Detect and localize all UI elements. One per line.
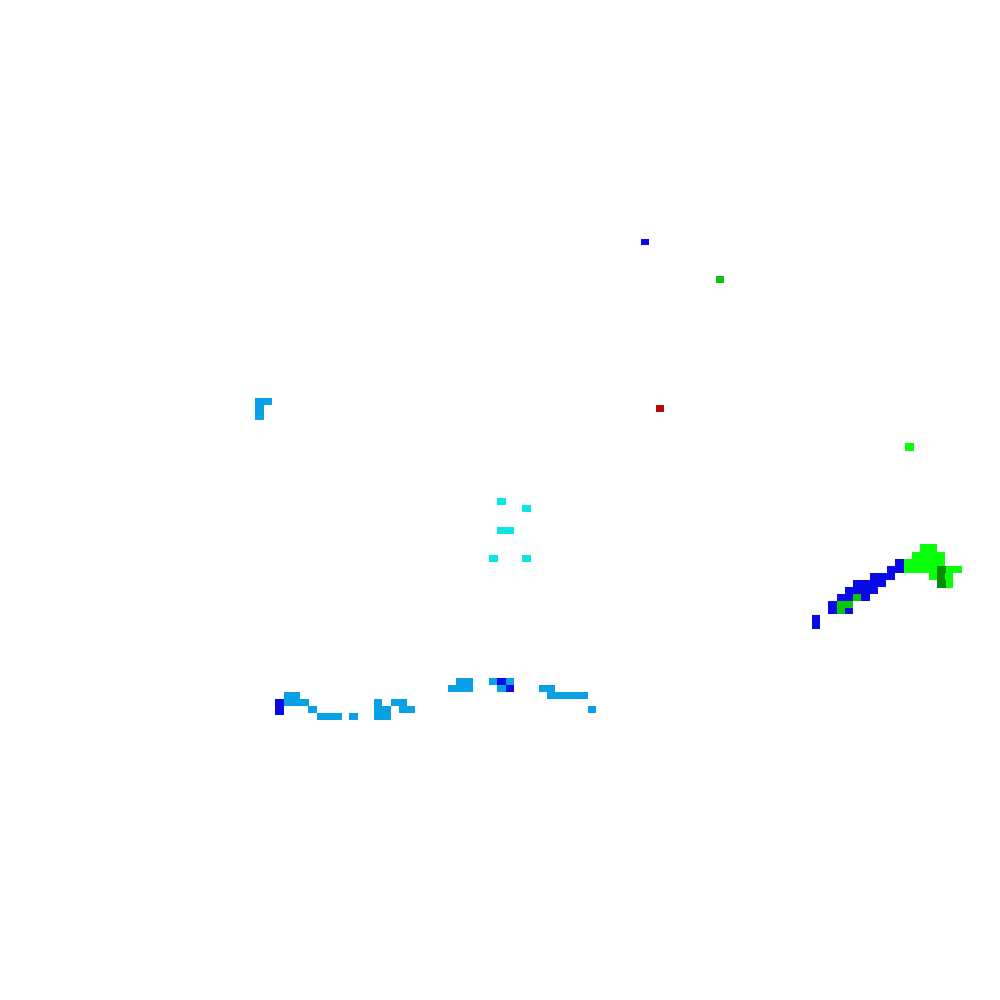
pixel-block	[497, 685, 506, 692]
dark-blue-speck	[641, 239, 649, 245]
pixel-block	[497, 527, 514, 534]
pixel-block	[275, 699, 284, 715]
pixel-block	[489, 555, 498, 562]
pixel-block	[489, 678, 498, 685]
pixel-block	[870, 573, 895, 580]
pixel-block	[506, 678, 514, 685]
sky-blue-corner	[255, 398, 272, 420]
pixel-block	[284, 699, 309, 706]
pixel-block	[853, 594, 861, 601]
pixel-block	[845, 587, 878, 594]
pixel-block	[904, 566, 962, 573]
blue-green-streak	[812, 544, 962, 629]
pixel-block	[349, 713, 358, 720]
pixel-block	[641, 239, 649, 245]
pixel-block	[920, 544, 937, 552]
pixel-block	[929, 573, 937, 580]
pixel-block	[812, 615, 820, 629]
pixel-block	[399, 706, 415, 713]
pixel-block	[456, 678, 473, 685]
bright-green-speck	[905, 443, 914, 451]
pixel-block	[937, 580, 946, 588]
pixel-block	[588, 706, 596, 713]
pixel-block	[828, 608, 837, 614]
pixel-block	[837, 601, 853, 608]
pixel-block	[506, 685, 514, 692]
pixel-block	[255, 405, 264, 420]
pixel-block	[284, 692, 300, 699]
pixel-block	[497, 498, 506, 505]
pixel-block	[522, 555, 531, 562]
pixel-block	[845, 608, 853, 614]
pixel-block	[912, 552, 945, 559]
pixel-block	[308, 706, 317, 713]
green-speck	[716, 276, 724, 283]
pixel-block	[382, 706, 391, 720]
pixel-block	[905, 443, 914, 451]
pixel-block	[448, 685, 473, 692]
pixel-block	[522, 505, 531, 512]
pixel-block	[895, 559, 904, 567]
red-speck	[656, 405, 664, 412]
pixel-block	[374, 699, 382, 720]
cyan-scatter	[489, 498, 531, 562]
pixel-block	[887, 566, 904, 573]
pixel-block	[255, 398, 272, 405]
pixel-block	[716, 276, 724, 283]
pixel-block	[937, 566, 946, 581]
pixel-block	[539, 685, 555, 692]
pixel-block	[945, 573, 953, 588]
pixel-block	[317, 713, 342, 720]
pixel-block	[656, 405, 664, 412]
pixel-block	[837, 608, 845, 614]
pixel-block	[904, 559, 945, 567]
pixel-block	[547, 692, 588, 699]
pixel-block	[497, 678, 506, 685]
sky-blue-band	[275, 678, 596, 720]
pixel-block	[391, 699, 407, 706]
pixel-block	[853, 580, 886, 587]
